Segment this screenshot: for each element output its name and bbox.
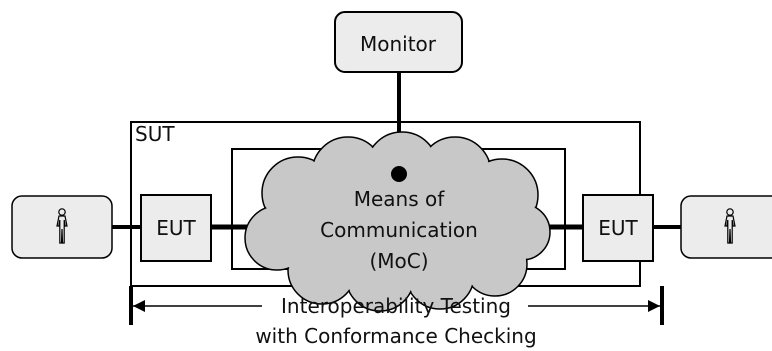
user-right-box xyxy=(680,195,772,259)
eut-left-label: EUT xyxy=(156,216,196,240)
monitor-probe-dot xyxy=(391,166,407,182)
user-left-box xyxy=(11,195,113,259)
moc-label-line1: Means of xyxy=(354,187,446,211)
moc-label-line3: (MoC) xyxy=(369,249,428,273)
eut-left-box xyxy=(140,194,212,262)
arrowhead-right-icon xyxy=(648,300,660,312)
caption-line1: Interoperability Testing xyxy=(281,294,511,318)
sut-label: SUT xyxy=(135,122,175,146)
eut-right-box xyxy=(582,194,654,262)
arrowhead-left-icon xyxy=(133,300,145,312)
moc-label-line2: Communication xyxy=(320,218,478,242)
monitor-label: Monitor xyxy=(360,32,437,56)
eut-right-label: EUT xyxy=(598,216,638,240)
person-icon xyxy=(56,208,68,244)
caption-line2: with Conformance Checking xyxy=(255,324,536,348)
person-icon xyxy=(724,208,736,244)
moc-cloud xyxy=(244,131,551,312)
